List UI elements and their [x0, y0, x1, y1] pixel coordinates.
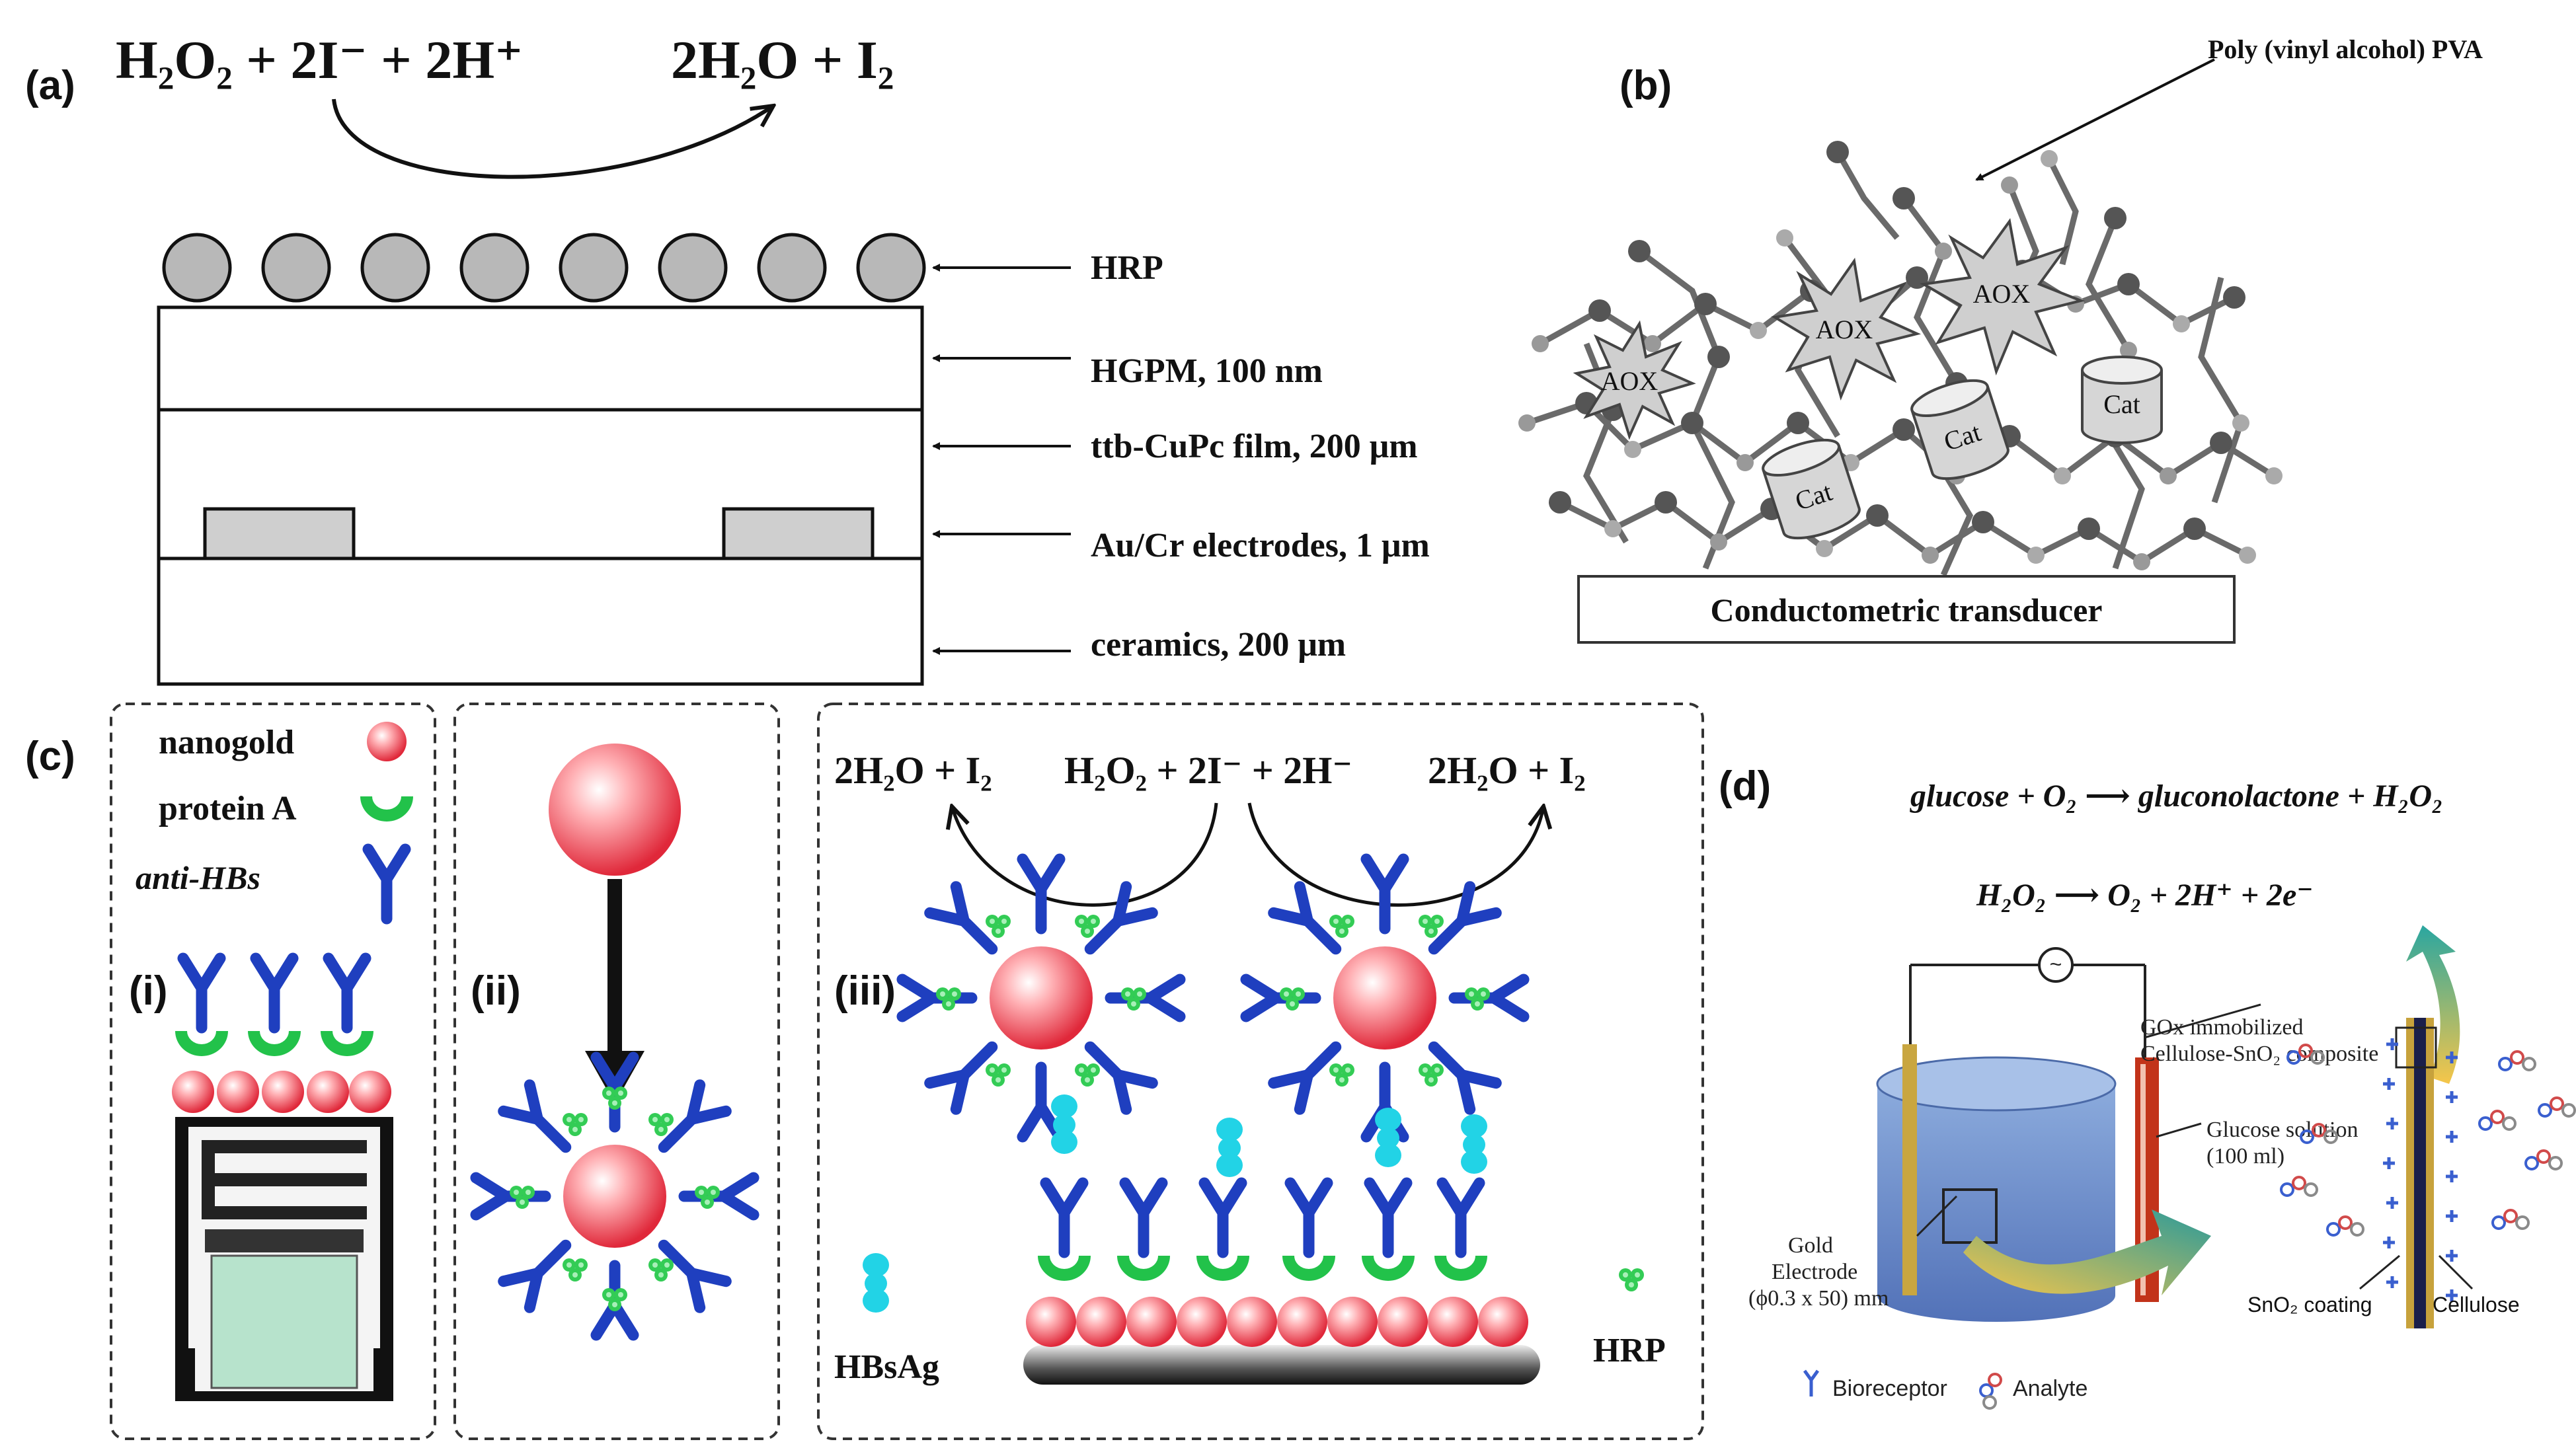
glucose-label-line2: (100 ml)	[2206, 1144, 2284, 1168]
panel-a: (a) H₂O₂ + 2I⁻ + 2H⁺ 2H₂O + I₂ HRP HGPM,	[25, 30, 1430, 686]
cat-enzyme-2: Cat	[1910, 379, 2010, 480]
gold-electrode	[1902, 1044, 1917, 1295]
gox-label-line2: Cellulose-SnO₂ composite	[2140, 1042, 2378, 1066]
reaction-products: 2H₂O + I₂	[671, 30, 894, 90]
step-ii-label: (ii)	[471, 968, 521, 1014]
conjugate-iii-right	[1246, 859, 1524, 1137]
hbsag-bound	[1051, 1094, 1487, 1177]
layer-label-electrodes: Au/Cr electrodes, 1 μm	[1091, 527, 1430, 564]
legend-proteinA-label: protein A	[159, 790, 297, 827]
legend-antibody-icon	[368, 849, 405, 919]
electrode-left	[203, 507, 356, 560]
sno2-coating-label: SnO₂ coating	[2247, 1293, 2372, 1317]
meter-icon	[2038, 947, 2074, 983]
conjugate-ii	[476, 1057, 754, 1335]
panel-a-label: (a)	[25, 63, 75, 108]
box-step-i	[110, 703, 436, 1440]
peroxide-oxidation-equation: H₂O₂ ⟶ O₂ + 2H⁺ + 2e⁻	[1976, 878, 2314, 913]
legend-nanogold-label: nanogold	[159, 724, 294, 761]
aox-label-3: AOX	[1973, 279, 2031, 309]
aox-label-2: AOX	[1816, 315, 1873, 344]
gox-label-line1: GOx immobilized	[2140, 1015, 2303, 1040]
step-iii-label: (iii)	[834, 968, 896, 1014]
layer-label-hgpm: HGPM, 100 nm	[1091, 352, 1323, 390]
panel-c-label: (c)	[25, 734, 75, 779]
hbsag-label: HBsAg	[834, 1348, 939, 1386]
cat-label-3: Cat	[2103, 389, 2140, 419]
panel-b-label: (b)	[1620, 63, 1672, 108]
zoom-box	[1942, 1188, 1998, 1244]
box-step-iii	[817, 703, 1704, 1440]
legend-proteinA-icon	[360, 796, 413, 822]
panel-d: (d) glucose + O₂ ⟶ gluconolactone + H₂O₂…	[1719, 763, 2576, 1410]
svg-text:~: ~	[2050, 952, 2062, 976]
output-arrow	[2406, 925, 2460, 1084]
cellulose-label: Cellulose	[2433, 1293, 2520, 1317]
gold-label-line1: Gold	[1788, 1233, 1833, 1258]
panel-d-label: (d)	[1719, 763, 1771, 809]
panel-c: (c) nanogold protein A anti-HBs (i)	[25, 703, 1704, 1440]
hbsag-legend-icon	[863, 1253, 889, 1313]
layer-label-ceramics: ceramics, 200 μm	[1091, 626, 1346, 664]
aox-enzyme-3: AOX	[1919, 218, 2086, 376]
legend-antiHBs-label: anti-HBs	[136, 859, 260, 896]
cellulose-detail	[2280, 925, 2576, 1328]
eq-mid-reactants: H₂O₂ + 2I⁻ + 2H⁻	[1064, 749, 1352, 792]
hrp-legend-icon	[1619, 1268, 1644, 1291]
eq-right-products: 2H₂O + I₂	[1428, 749, 1586, 792]
sensor-surface-nanogold	[1026, 1297, 1528, 1347]
bioreceptor-legend-icon	[1803, 1369, 1820, 1397]
reaction-reactants: H₂O₂ + 2I⁻ + 2H⁺	[116, 30, 523, 90]
sensor-surface-antibodies	[1038, 1183, 1487, 1281]
step-i-nanogold	[172, 1071, 391, 1113]
aox-enzyme-1: AOX	[1573, 320, 1696, 440]
sensor-stack	[157, 305, 924, 686]
box-step-ii	[453, 703, 780, 1440]
analyte-label: Analyte	[2013, 1376, 2088, 1401]
hrp-layer	[162, 233, 926, 303]
conductometric-transducer	[1577, 575, 2236, 644]
cat-enzyme-1: Cat	[1762, 438, 1861, 540]
layer-label-film: ttb-CuPc film, 200 μm	[1091, 428, 1418, 465]
nanogold-large	[549, 744, 681, 876]
eq-left-products: 2H₂O + I₂	[834, 749, 992, 792]
gold-label-line3: (ϕ0.3 x 50) mm	[1748, 1286, 1889, 1311]
sensor-base	[1023, 1345, 1540, 1385]
reaction-arrow	[332, 98, 773, 179]
legend-nanogold-icon	[367, 722, 407, 761]
step-i-label: (i)	[129, 968, 168, 1014]
transducer-label: Conductometric transducer	[1711, 592, 2103, 629]
aox-enzyme-2: AOX	[1771, 257, 1922, 401]
cat-enzyme-3: Cat	[2081, 356, 2163, 444]
aox-label-1: AOX	[1601, 366, 1659, 396]
reaction-arrow-right	[1247, 803, 1543, 907]
reaction-arrow-left	[952, 803, 1218, 907]
pva-label: Poly (vinyl alcohol) PVA	[2208, 34, 2483, 64]
step-i-antibodies	[175, 958, 373, 1056]
electrode-chip	[175, 1117, 393, 1401]
layer-label-hrp: HRP	[1091, 249, 1163, 287]
zoom-arrow	[1963, 1209, 2211, 1295]
pva-arrow	[1975, 58, 2215, 181]
glucose-oxidation-equation: glucose + O₂ ⟶ gluconolactone + H₂O₂	[1910, 779, 2443, 814]
electrochemical-cell: ~	[1876, 947, 2261, 1322]
bioreceptor-label: Bioreceptor	[1832, 1376, 1947, 1401]
electrode-right	[722, 507, 875, 560]
analyte-legend-icon	[1979, 1373, 2002, 1410]
gold-label-line2: Electrode	[1772, 1260, 1857, 1284]
panel-b: (b) Poly (vinyl alcohol) PVA	[1518, 34, 2483, 644]
hrp-label: HRP	[1593, 1332, 1666, 1369]
conjugate-iii-left	[902, 859, 1180, 1137]
